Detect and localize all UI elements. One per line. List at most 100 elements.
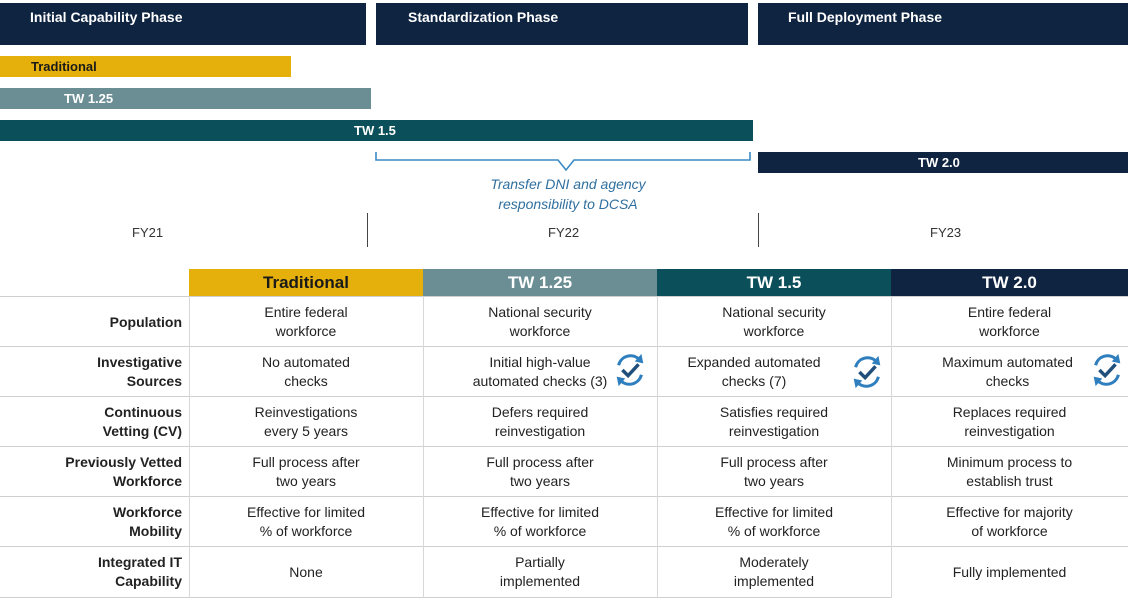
- table-rule: [0, 496, 1128, 497]
- phase-standardization: Standardization Phase: [376, 3, 748, 45]
- phase-label: Standardization Phase: [408, 9, 559, 25]
- cell-line: Effective for limited: [480, 504, 599, 520]
- bar-label: Traditional: [31, 59, 97, 74]
- fiscal-year-fy23: FY23: [930, 225, 962, 240]
- cell-text: Effective for limited% of workforce: [247, 503, 365, 541]
- cell-text: Replaces required reinvestigation: [953, 403, 1067, 441]
- phase-initial-capability: Initial Capability Phase: [0, 3, 366, 45]
- cell-line: Expanded automated: [687, 354, 821, 370]
- table-cell: Replaces required reinvestigation: [891, 397, 1128, 447]
- cell-line: checks: [284, 373, 328, 389]
- cell-text: National security workforce: [488, 303, 592, 341]
- column-header-traditional: Traditional: [189, 269, 423, 296]
- cell-line: Maximum automated: [942, 354, 1073, 370]
- cell-line: % of workforce: [727, 523, 821, 539]
- timeline-bar-tw125: TW 1.25: [0, 88, 371, 109]
- bar-label: TW 1.25: [64, 91, 114, 106]
- table-column-rule: [189, 296, 190, 598]
- transfer-bracket: [375, 152, 751, 172]
- column-header-tw125: TW 1.25: [423, 269, 657, 296]
- cell-line: checks (7): [721, 373, 787, 389]
- row-label-line: Mobility: [129, 523, 182, 539]
- cell-text: Satisfies required reinvestigation: [720, 403, 828, 441]
- cell-line: Full process after: [486, 454, 594, 470]
- timeline-bar-tw15: TW 1.5: [0, 120, 753, 141]
- cell-line: None: [289, 563, 323, 580]
- row-label-line: Population: [109, 313, 182, 330]
- row-label-line: Workforce: [113, 504, 182, 520]
- cell-line: reinvestigation: [964, 423, 1055, 439]
- cell-line: Moderately: [739, 554, 809, 570]
- table-cell: National security workforce: [423, 297, 657, 347]
- cell-line: two years: [276, 473, 336, 489]
- cell-line: % of workforce: [259, 523, 353, 539]
- cell-text: None: [289, 563, 322, 582]
- cell-line: National security: [488, 304, 592, 320]
- cell-line: reinvestigation: [728, 423, 820, 439]
- fy-divider: [367, 213, 368, 247]
- table-cell: Full process after two years: [423, 447, 657, 497]
- row-label-line: Sources: [126, 373, 182, 389]
- cell-line: Defers required: [491, 404, 589, 420]
- table-cell: National security workforce: [657, 297, 891, 347]
- cell-line: Replaces required: [952, 404, 1067, 420]
- cell-line: establish trust: [966, 473, 1053, 489]
- table-cell: None: [189, 547, 423, 597]
- table-cell: Fully implemented: [891, 547, 1128, 597]
- table-column-rule: [891, 296, 892, 598]
- bar-label: TW 2.0: [918, 155, 960, 170]
- cell-line: automated checks (3): [472, 373, 608, 389]
- transfer-note: Transfer DNI and agency responsibility t…: [458, 174, 678, 214]
- automated-check-icon: [616, 353, 644, 387]
- timeline-bar-traditional: Traditional: [0, 56, 291, 77]
- cell-line: Reinvestigations: [254, 404, 358, 420]
- cell-line: workforce: [979, 323, 1040, 339]
- table-column-rule: [657, 296, 658, 598]
- cell-line: Effective for limited: [714, 504, 833, 520]
- table-rule: [0, 446, 1128, 447]
- cell-line: workforce: [743, 323, 805, 339]
- row-label-line: Continuous: [104, 404, 182, 420]
- phase-label: Full Deployment Phase: [788, 9, 943, 25]
- table-rule: [0, 346, 1128, 347]
- cell-line: workforce: [509, 323, 571, 339]
- cell-line: National security: [722, 304, 826, 320]
- cell-line: Entire federal: [264, 304, 348, 320]
- cell-line: Satisfies required: [719, 404, 829, 420]
- cell-line: Partially: [515, 554, 565, 570]
- table-column-rule: [423, 296, 424, 598]
- phase-label: Initial Capability Phase: [30, 9, 183, 25]
- cell-line: Full process after: [720, 454, 828, 470]
- table-cell: Effective for limited % of workforce: [657, 497, 891, 547]
- timeline-bar-tw20: TW 2.0: [758, 152, 1128, 173]
- row-label-line: Integrated IT: [97, 554, 182, 570]
- cell-line: two years: [510, 473, 570, 489]
- cell-text: Effective for limited % of workforce: [715, 503, 833, 541]
- table-cell: Expanded automated checks (7): [637, 347, 871, 397]
- cell-text: National security workforce: [722, 303, 826, 341]
- note-line-1: Transfer DNI and agency: [490, 176, 646, 192]
- column-header-label: Traditional: [263, 273, 349, 292]
- cell-text: Effective for limited% of workforce: [481, 503, 599, 541]
